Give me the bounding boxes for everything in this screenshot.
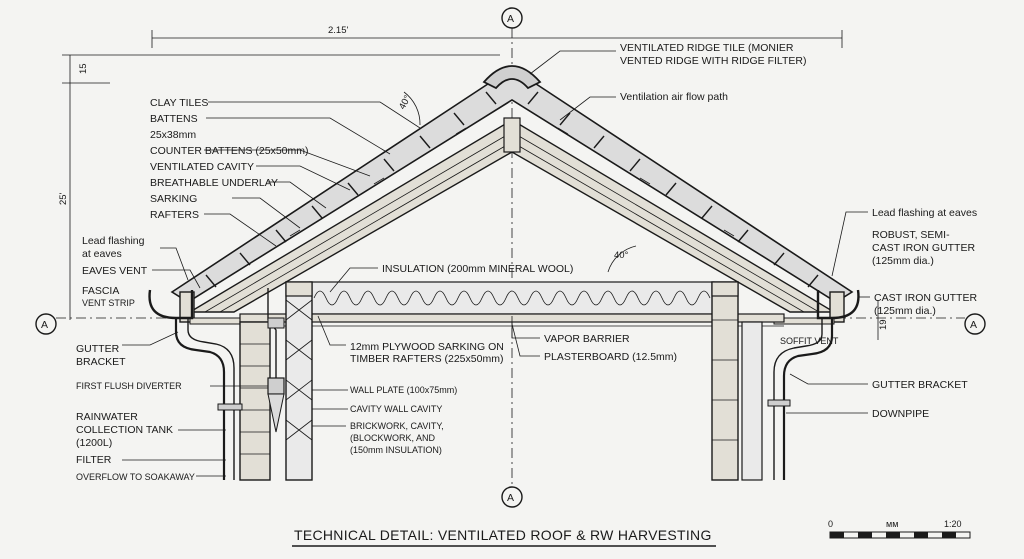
label-tank-3: (1200L) — [76, 437, 112, 449]
label-overflow: OVERFLOW TO SOAKAWAY — [76, 472, 195, 482]
svg-text:A: A — [41, 319, 48, 331]
wall-left — [239, 281, 313, 481]
label-plywood-1: 12mm PLYWOOD SARKING ON — [350, 341, 504, 353]
label-insulation: INSULATION (200mm MINERAL WOOL) — [382, 263, 573, 275]
gutter-right — [767, 289, 860, 480]
label-brick-1: BRICKWORK, CAVITY, — [350, 421, 444, 431]
roof-structure — [170, 65, 854, 325]
title-block: TECHNICAL DETAIL: VENTILATED ROOF & RW H… — [292, 527, 716, 547]
label-tank-2: COLLECTION TANK — [76, 424, 173, 436]
label-eaves-vent: EAVES VENT — [82, 265, 148, 277]
label-plasterboard: PLASTERBOARD (12.5mm) — [544, 351, 677, 363]
section-marker-top: A — [501, 7, 523, 29]
label-plywood-2: TIMBER RAFTERS (225x50mm) — [350, 353, 503, 365]
label-rafters: RAFTERS — [150, 209, 199, 221]
tile-steps-right — [527, 91, 819, 288]
label-lead-left-2: at eaves — [82, 248, 122, 260]
scale-unit: ᴍᴍ — [886, 519, 898, 529]
tile-steps-left — [205, 91, 497, 288]
label-robust-1: ROBUST, SEMI- — [872, 229, 950, 241]
overall-width-dim: 2.15' — [328, 25, 348, 36]
svg-text:A: A — [507, 13, 514, 25]
airflow-arrows — [289, 127, 735, 237]
scale-start: 0 — [828, 519, 833, 529]
label-clay-tiles: CLAY TILES — [150, 97, 208, 109]
leader-lines — [122, 50, 870, 477]
section-marker-left: A — [35, 313, 57, 335]
label-battens-size: 25x38mm — [150, 129, 196, 141]
label-robust-2: CAST IRON GUTTER — [872, 242, 975, 254]
label-ventilated-cavity: VENTILATED CAVITY — [150, 161, 254, 173]
label-filter: FILTER — [76, 454, 112, 466]
label-gutter-bracket-l2: BRACKET — [76, 356, 126, 368]
svg-text:A: A — [970, 319, 977, 331]
ridge-tile — [482, 65, 542, 90]
label-cast-gutter-2: (125mm dia.) — [874, 305, 936, 317]
wall-plate-right — [711, 281, 739, 297]
callout-labels: VENTILATED RIDGE TILE (MONIER VENTED RID… — [76, 42, 977, 482]
wall-plate-left — [285, 281, 313, 297]
label-battens: BATTENS — [150, 113, 198, 125]
fascia-left — [179, 291, 195, 323]
ridge-height-dim: 15 — [78, 63, 89, 74]
label-airflow: Ventilation air flow path — [620, 91, 728, 103]
label-brick-2: (BLOCKWORK, AND — [350, 433, 436, 443]
pitch-right-dim: 40° — [614, 250, 629, 261]
label-counter-battens: COUNTER BATTENS (25x50mm) — [150, 145, 309, 157]
label-gutter-bracket-r: GUTTER BRACKET — [872, 379, 968, 391]
label-downpipe: DOWNPIPE — [872, 408, 929, 420]
label-cavity: CAVITY WALL CAVITY — [350, 404, 442, 414]
ridge-board — [503, 117, 521, 153]
insulation-pattern — [313, 290, 711, 306]
insulation-layer — [309, 281, 715, 315]
drawing-title: TECHNICAL DETAIL: VENTILATED ROOF & RW H… — [294, 527, 712, 543]
fascia-right — [829, 291, 845, 323]
svg-text:A: A — [507, 492, 514, 504]
label-fascia: FASCIA — [82, 285, 119, 297]
label-gutter-bracket-l1: GUTTER — [76, 343, 120, 355]
label-first-flush: FIRST FLUSH DIVERTER — [76, 381, 182, 391]
label-vapor-barrier: VAPOR BARRIER — [544, 333, 630, 345]
label-vent-strip: VENT STRIP — [82, 298, 135, 308]
label-wall-plate: WALL PLATE (100x75mm) — [350, 385, 457, 395]
section-marker-bottom: A — [501, 486, 523, 508]
label-cast-gutter-1: CAST IRON GUTTER — [874, 292, 977, 304]
overall-height-dim: 25' — [58, 192, 69, 205]
section-marker-right: A — [964, 313, 986, 335]
wall-right — [711, 281, 763, 481]
label-robust-3: (125mm dia.) — [872, 255, 934, 267]
label-soffit-vent: SOFFIT VENT — [780, 336, 839, 346]
label-underlay: BREATHABLE UNDERLAY — [150, 177, 278, 189]
label-ridge-tile-2: VENTED RIDGE WITH RIDGE FILTER) — [620, 55, 806, 67]
label-lead-left-1: Lead flashing — [82, 235, 145, 247]
soffit-height-dim: 19 — [878, 319, 889, 330]
gutter-left — [148, 289, 243, 480]
label-ridge-tile: VENTILATED RIDGE TILE (MONIER — [620, 42, 794, 54]
label-sarking: SARKING — [150, 193, 197, 205]
scale-bar: 0 ᴍᴍ 1:20 — [828, 519, 971, 539]
scale-ratio: 1:20 — [944, 519, 962, 529]
pitch-left-dim: 40° — [397, 93, 414, 111]
label-lead-right: Lead flashing at eaves — [872, 207, 977, 219]
label-brick-3: (150mm INSULATION) — [350, 445, 442, 455]
label-tank-1: RAINWATER — [76, 411, 138, 423]
first-flush-diverter — [267, 288, 285, 433]
